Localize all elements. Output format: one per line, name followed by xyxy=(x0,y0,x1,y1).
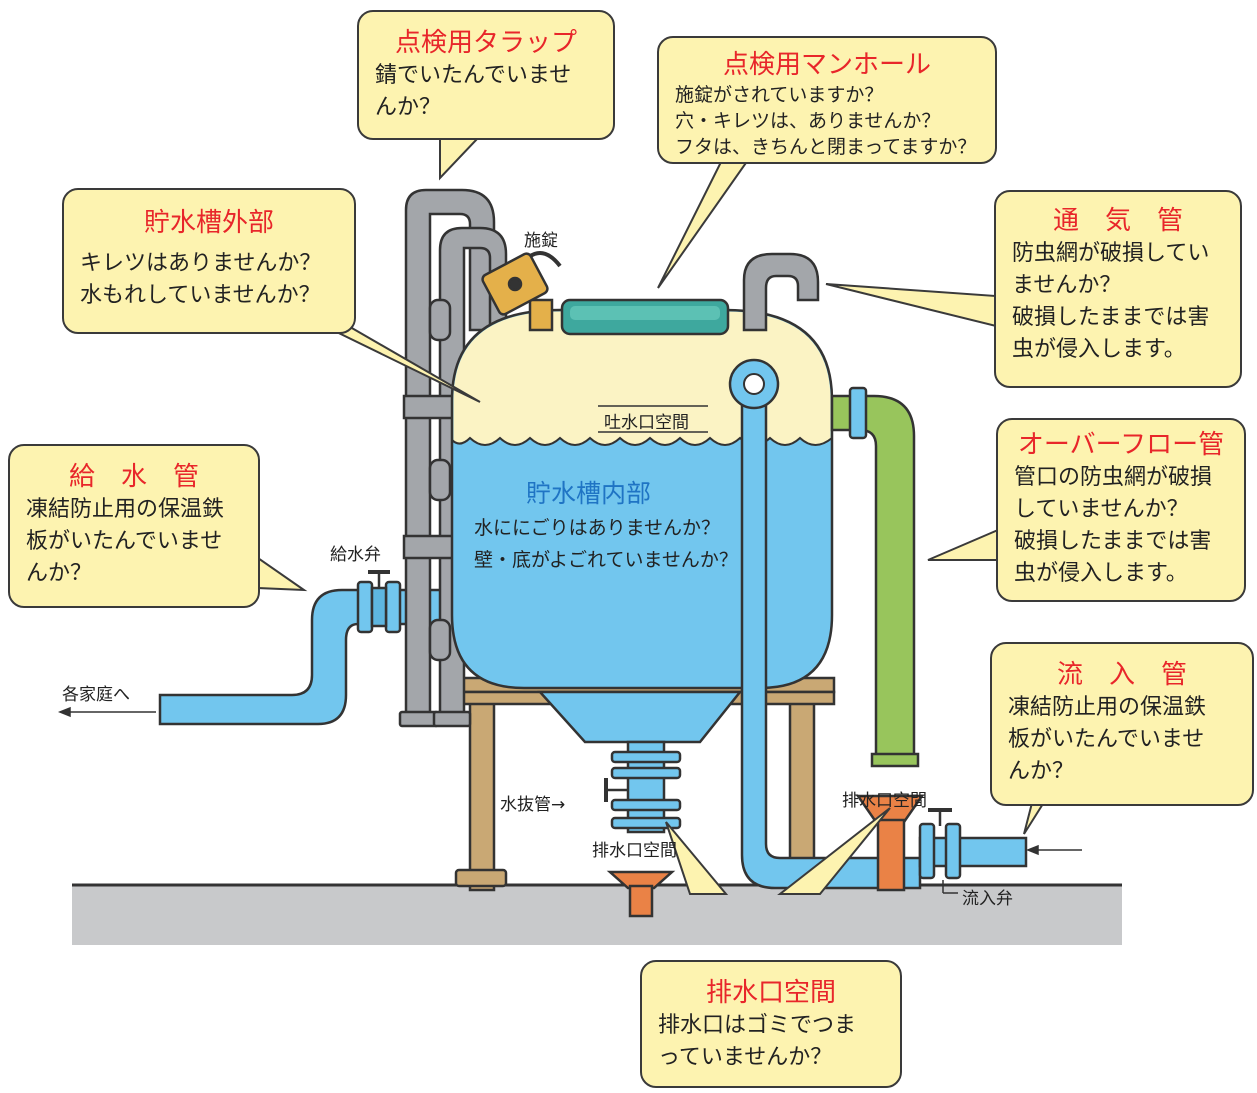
callout-title: 排水口空間 xyxy=(705,978,836,1008)
callout-title: オーバーフロー管 xyxy=(1017,430,1225,460)
callout-line: 凍結防止用の保温鉄 xyxy=(1008,695,1207,720)
to-homes-label: 各家庭へ xyxy=(62,685,130,705)
callout-inspection-manhole: 点検用マンホール 施錠がされていますか？ 穴・キレツは、ありませんか？ フタは、… xyxy=(657,36,997,164)
callout-line: ませんか？ xyxy=(1012,273,1122,298)
drain-gap-right-label: 排水口空間 xyxy=(842,791,927,811)
callout-line: 破損したままでは害 xyxy=(1014,529,1212,554)
callout-line: んか？ xyxy=(26,561,93,586)
callout-line: んか？ xyxy=(1008,759,1075,784)
callout-title: 点検用タラップ xyxy=(394,28,577,58)
callout-supply-pipe: 給 水 管 凍結防止用の保温鉄 板がいたんでいませ んか？ xyxy=(8,444,260,608)
callout-line: 施錠がされていますか？ xyxy=(675,84,884,106)
callout-vent-pipe: 通 気 管 防虫網が破損してい ませんか？ 破損したままでは害 虫が侵入します。 xyxy=(994,190,1242,388)
callout-title: 点検用マンホール xyxy=(722,50,931,80)
inflow-valve-label: 流入弁 xyxy=(962,889,1013,909)
callout-line: 板がいたんでいませ xyxy=(1008,727,1205,752)
tank-interior-line: 水ににごりはありませんか？ xyxy=(474,517,721,539)
drain-funnel-center xyxy=(606,870,676,918)
lock-label: 施錠 xyxy=(524,231,558,251)
padlock-icon xyxy=(481,251,562,332)
callout-inflow-pipe: 流 入 管 凍結防止用の保温鉄 板がいたんでいませ んか？ xyxy=(990,642,1254,806)
callout-line: 穴・キレツは、ありませんか？ xyxy=(675,110,941,132)
callout-line: んか？ xyxy=(375,95,442,120)
flow-arrows xyxy=(57,405,1082,894)
drain-pipe xyxy=(604,740,682,834)
drain-funnel-right xyxy=(855,794,925,892)
callout-line: 排水口はゴミでつま xyxy=(658,1013,857,1038)
tank-interior-title: 貯水槽内部 xyxy=(526,479,652,508)
callout-title: 通 気 管 xyxy=(1052,206,1183,236)
callout-line: 水もれしていませんか？ xyxy=(80,283,321,308)
drain-pipe-label: 水抜管→ xyxy=(500,795,566,815)
callout-line: っていませんか？ xyxy=(658,1045,833,1070)
overflow-pipe xyxy=(830,394,916,762)
ground xyxy=(72,885,1122,945)
callout-title: 給 水 管 xyxy=(68,462,199,492)
callout-line: 破損したままでは害 xyxy=(1012,305,1210,330)
outlet-space-label: 吐水口空間 xyxy=(604,413,689,433)
callout-line: フタは、きちんと閉まってますか？ xyxy=(675,136,977,158)
drain-gap-center-label: 排水口空間 xyxy=(592,841,677,861)
callout-overflow-pipe: オーバーフロー管 管口の防虫網が破損 していませんか？ 破損したままでは害 虫が… xyxy=(996,418,1246,602)
tank-interior-line: 壁・底がよごれていませんか？ xyxy=(474,549,738,571)
inflow-valve xyxy=(918,808,962,880)
callout-title: 貯水槽外部 xyxy=(143,208,274,238)
vent-pipe xyxy=(742,252,820,332)
callout-line: 錆でいたんでいませ xyxy=(375,63,572,88)
tank-bottom-cone xyxy=(537,690,743,744)
callout-line: 板がいたんでいませ xyxy=(26,529,223,554)
callout-drain-space: 排水口空間 排水口はゴミでつま っていませんか？ xyxy=(640,960,902,1088)
callout-inspection-ladder: 点検用タラップ 錆でいたんでいませ んか？ xyxy=(357,10,615,140)
tank-air-space xyxy=(453,311,831,445)
callout-line: 凍結防止用の保温鉄 xyxy=(26,497,225,522)
callout-line: 防虫網が破損してい xyxy=(1012,241,1210,266)
callout-title: 流 入 管 xyxy=(1056,660,1187,690)
callout-line: キレツはありませんか？ xyxy=(80,251,322,276)
supply-valve-label: 給水弁 xyxy=(330,545,381,565)
callout-line: 管口の防虫網が破損 xyxy=(1014,465,1213,490)
callout-line: していませんか？ xyxy=(1014,497,1189,522)
callout-line: 虫が侵入します。 xyxy=(1014,561,1188,586)
supply-valve xyxy=(356,570,402,634)
callout-line: 虫が侵入します。 xyxy=(1012,337,1186,362)
callout-tank-exterior: 貯水槽外部 キレツはありませんか？ 水もれしていませんか？ xyxy=(62,188,356,334)
